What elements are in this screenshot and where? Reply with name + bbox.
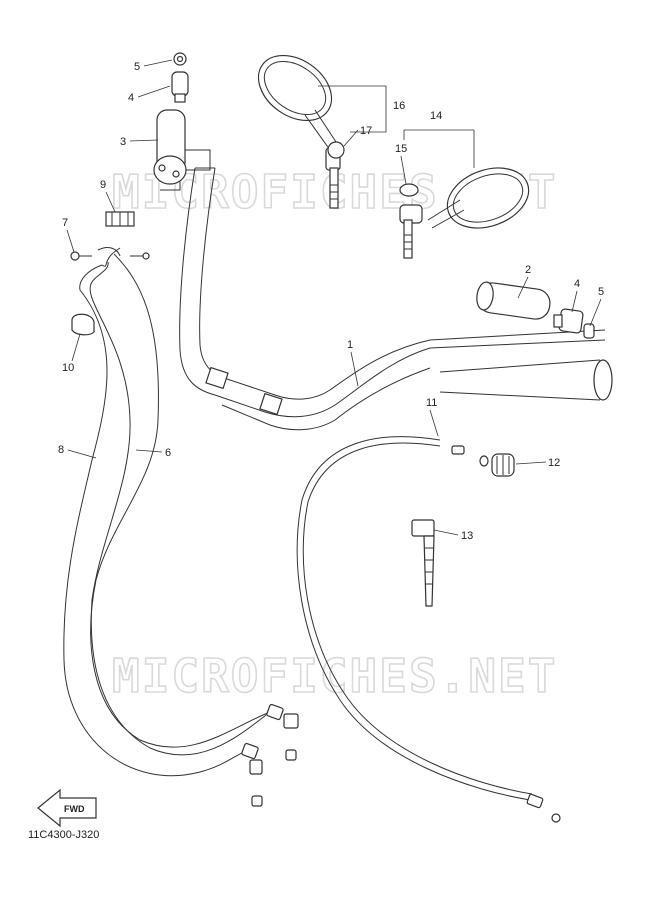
callout-9: 9 [100, 179, 106, 191]
callout-5-top: 5 [134, 61, 140, 73]
callout-12: 12 [548, 457, 560, 469]
callout-6: 6 [165, 447, 171, 459]
callout-13: 13 [461, 530, 473, 542]
callout-14: 14 [430, 110, 442, 122]
cable-adjuster [479, 453, 515, 477]
callout-3: 3 [120, 136, 126, 148]
fwd-label: FWD [64, 804, 85, 814]
cable-clips [70, 211, 150, 336]
callout-17: 17 [360, 125, 372, 137]
mirror-left [257, 54, 345, 209]
fwd-arrow: FWD [37, 788, 97, 828]
throttle-cables [63, 247, 299, 807]
diagram-code: 11C4300-J320 [28, 829, 100, 841]
grip-assembly-left [153, 52, 189, 185]
clutch-cable [296, 436, 561, 823]
callout-4-top: 4 [128, 92, 134, 104]
callout-10: 10 [62, 362, 74, 374]
callout-11: 11 [426, 397, 437, 409]
callouts: 5 4 3 9 7 10 8 6 1 2 4 5 11 12 13 14 15 … [58, 59, 604, 542]
callout-15: 15 [395, 143, 407, 155]
watermark-bottom: MICROFICHES.NET [112, 649, 557, 703]
callout-1: 1 [347, 339, 353, 351]
grip-assembly-right [476, 281, 595, 339]
handlebar [160, 149, 613, 431]
callout-8: 8 [58, 444, 64, 456]
mirror-right [399, 167, 530, 259]
callout-5-right: 5 [598, 286, 604, 298]
callout-16: 16 [393, 100, 405, 112]
callout-2: 2 [525, 264, 531, 276]
callout-4-right: 4 [574, 278, 580, 290]
callout-7: 7 [62, 217, 68, 229]
cable-tie [411, 519, 435, 607]
